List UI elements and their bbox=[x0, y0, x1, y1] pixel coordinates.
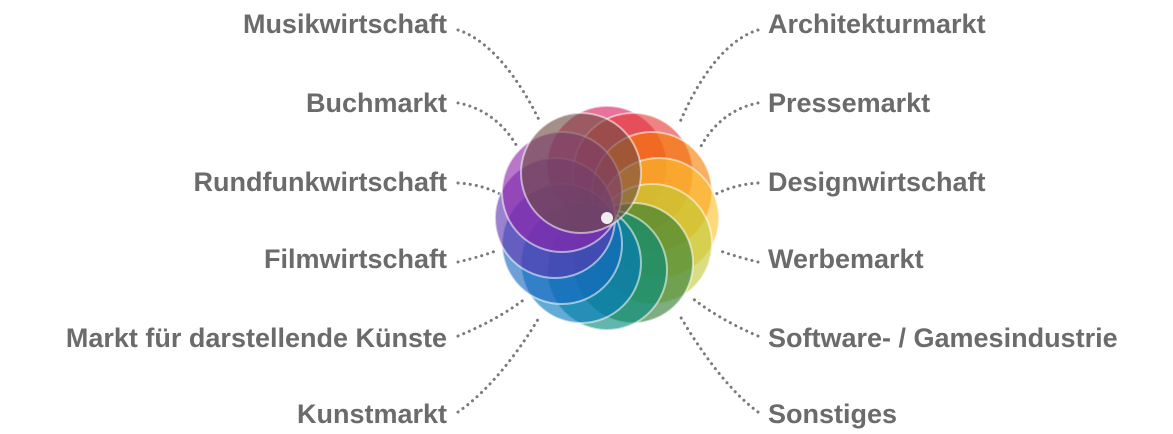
label-darstellende-kuenste: Markt für darstellende Künste bbox=[65, 323, 447, 353]
connector-musikwirtschaft bbox=[456, 28, 542, 124]
rosette-petal bbox=[520, 112, 642, 234]
rosette-center bbox=[601, 212, 613, 224]
label-architekturmarkt: Architekturmarkt bbox=[768, 9, 986, 39]
connector-rundfunkwirtschaft bbox=[456, 181, 502, 196]
label-sonstiges: Sonstiges bbox=[768, 399, 898, 429]
connector-werbemarkt bbox=[716, 248, 760, 264]
label-rundfunkwirtschaft: Rundfunkwirtschaft bbox=[193, 167, 448, 197]
connector-darstellende-kuenste bbox=[456, 296, 528, 338]
connector-filmwirtschaft bbox=[456, 248, 500, 264]
label-kunstmarkt: Kunstmarkt bbox=[296, 399, 447, 429]
connector-buchmarkt bbox=[456, 101, 520, 150]
connector-sonstiges bbox=[678, 314, 760, 414]
connector-architekturmarkt bbox=[678, 28, 760, 124]
label-designwirtschaft: Designwirtschaft bbox=[768, 167, 986, 197]
label-pressemarkt: Pressemarkt bbox=[768, 88, 931, 118]
label-musikwirtschaft: Musikwirtschaft bbox=[242, 9, 447, 39]
connector-kunstmarkt bbox=[456, 314, 542, 414]
connector-software-games bbox=[690, 296, 760, 338]
label-werbemarkt: Werbemarkt bbox=[768, 244, 924, 274]
connector-pressemarkt bbox=[698, 101, 760, 150]
label-software-games: Software- / Gamesindustrie bbox=[768, 323, 1118, 353]
label-buchmarkt: Buchmarkt bbox=[305, 88, 447, 118]
label-filmwirtschaft: Filmwirtschaft bbox=[263, 244, 447, 274]
